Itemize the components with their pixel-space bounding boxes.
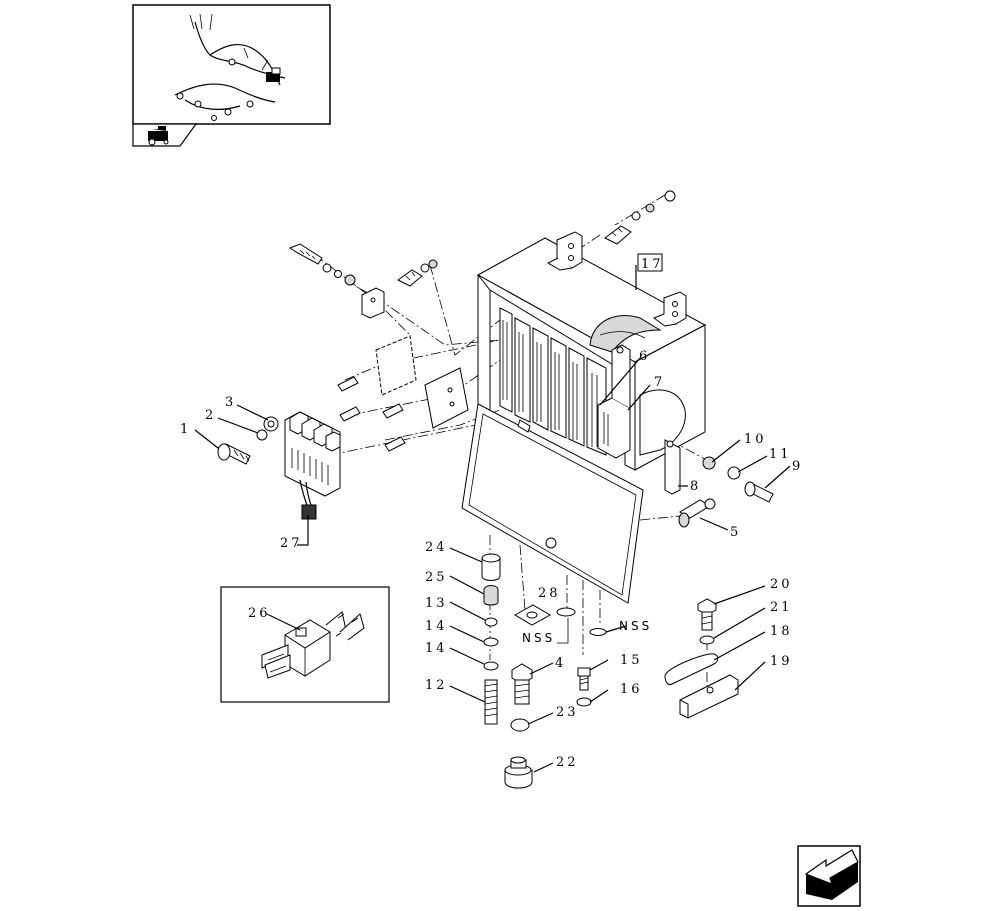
nss-seal-left (556, 607, 576, 644)
callout-26: 26 (248, 606, 271, 621)
section-tab[interactable] (132, 123, 198, 147)
callout-13: 13 (425, 596, 448, 611)
callout-4: 4 (555, 656, 566, 671)
nss-label-left: NSS (522, 631, 555, 645)
spacers[interactable] (337, 376, 406, 452)
leader-lines (194, 265, 791, 773)
strap-18[interactable] (664, 653, 719, 685)
callout-27: 27 (280, 536, 303, 551)
callout-17: 17 (641, 257, 664, 272)
callout-2: 2 (205, 408, 216, 423)
bracket-plates[interactable] (361, 287, 469, 429)
cover-lid[interactable] (461, 403, 644, 604)
callout-19: 19 (770, 654, 793, 669)
bushing-25[interactable] (483, 585, 499, 606)
screw-15[interactable] (577, 667, 591, 691)
callout-7: 7 (654, 375, 665, 390)
washer-23[interactable] (510, 718, 530, 732)
connector-detail-box[interactable] (220, 586, 390, 703)
callout-8: 8 (690, 479, 701, 494)
callout-16: 16 (620, 682, 643, 697)
next-page-arrow-icon[interactable] (797, 845, 861, 907)
callout-18: 18 (770, 624, 793, 639)
relay-module[interactable] (597, 344, 631, 459)
washer-2[interactable] (256, 429, 268, 441)
callout-15: 15 (620, 653, 643, 668)
nss-seal-right (589, 628, 607, 636)
callout-25: 25 (425, 570, 448, 585)
fuse-box[interactable] (284, 411, 341, 520)
washer-21[interactable] (699, 635, 715, 645)
nss-label-right: NSS (619, 619, 652, 633)
washer-16[interactable] (576, 697, 592, 707)
callout-1: 1 (180, 422, 191, 437)
callout-3: 3 (225, 395, 236, 410)
callout-10: 10 (744, 432, 767, 447)
callout-14b: 14 (425, 641, 448, 656)
mounting-bolts-right[interactable] (604, 190, 676, 245)
bolt-4[interactable] (511, 663, 533, 705)
spacer-22[interactable] (504, 756, 533, 789)
bolt-9[interactable] (744, 481, 774, 503)
callout-22: 22 (556, 755, 579, 770)
grommet-24[interactable] (481, 553, 501, 581)
washer-11[interactable] (727, 466, 741, 480)
wiring-harness-thumbnail[interactable] (132, 4, 331, 125)
bolt-1[interactable] (217, 443, 251, 465)
mounting-bolts-top[interactable] (288, 243, 438, 287)
callout-23: 23 (556, 705, 579, 720)
callout-12: 12 (425, 678, 448, 693)
clip-28[interactable] (513, 604, 552, 626)
callout-5: 5 (730, 525, 741, 540)
callout-9: 9 (792, 459, 803, 474)
callout-28: 28 (538, 586, 561, 601)
callout-14a: 14 (425, 619, 448, 634)
callout-24: 24 (425, 540, 448, 555)
latch-5[interactable] (678, 498, 716, 528)
nut-10[interactable] (702, 456, 716, 470)
washer-13[interactable] (484, 617, 498, 627)
washer-14-lower[interactable] (483, 661, 499, 671)
washer-14-upper[interactable] (483, 637, 499, 647)
connector-26 (261, 611, 365, 679)
control-box[interactable] (476, 231, 707, 471)
callout-11: 11 (769, 447, 792, 462)
tractor-section-icon (148, 126, 169, 146)
nut-3[interactable] (263, 416, 279, 432)
bracket-8[interactable] (664, 439, 681, 495)
callout-20: 20 (770, 577, 793, 592)
bolt-20[interactable] (697, 598, 717, 631)
ref-box-17 (637, 253, 663, 272)
stud-12[interactable] (484, 679, 498, 725)
bracket-19[interactable] (679, 674, 739, 719)
callout-6: 6 (639, 349, 650, 364)
callout-21: 21 (770, 600, 793, 615)
